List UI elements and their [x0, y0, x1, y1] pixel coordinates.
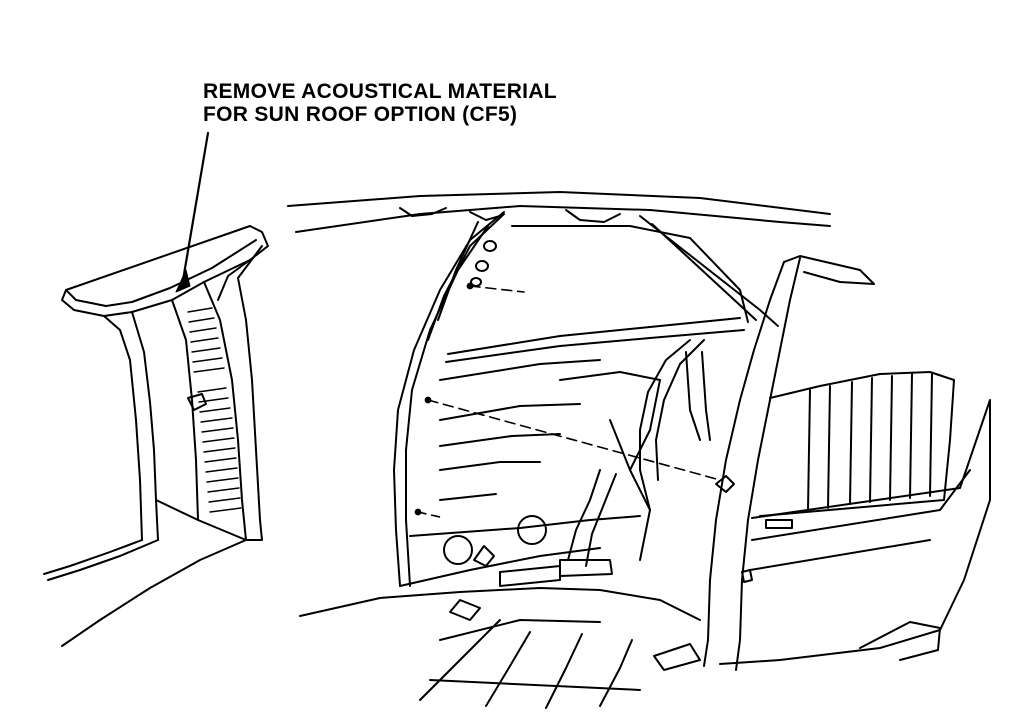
- callout-line-1: REMOVE ACOUSTICAL MATERIAL: [203, 80, 557, 103]
- callout-line-2: FOR SUN ROOF OPTION (CF5): [203, 103, 518, 126]
- pillar-trim-detail: [44, 226, 268, 646]
- body-interior-view: [288, 192, 990, 708]
- callout-leader-arrow: [176, 133, 208, 292]
- callout-label: REMOVE ACOUSTICAL MATERIAL FOR SUN ROOF …: [203, 80, 557, 126]
- acoustical-material-hatch: [188, 308, 241, 512]
